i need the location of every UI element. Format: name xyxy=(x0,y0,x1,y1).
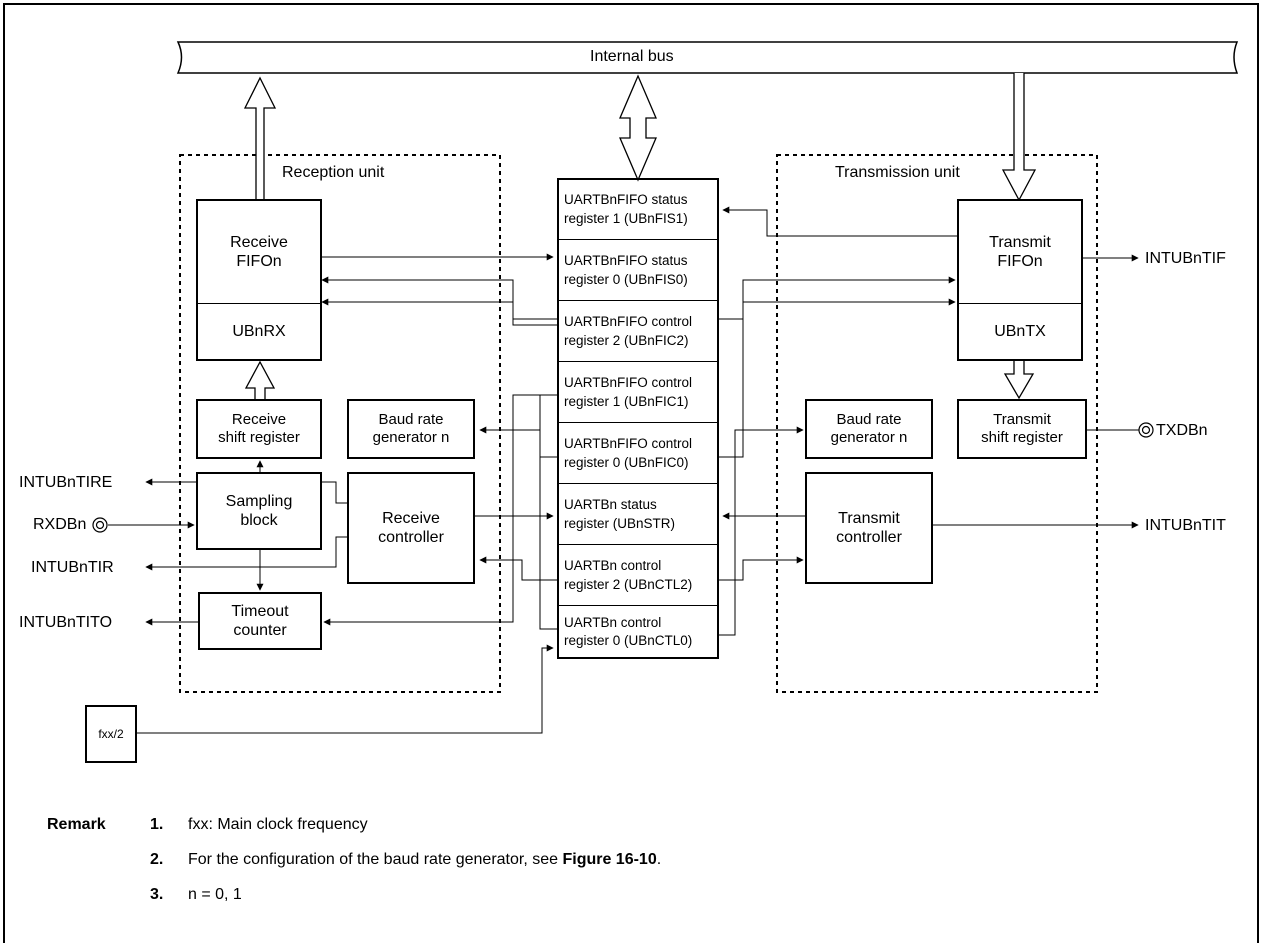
rx-shift-arrow xyxy=(244,360,276,400)
txdbn-pin-icon xyxy=(1138,422,1154,438)
transmit-fifo-box: Transmit FIFOn UBnTX xyxy=(957,199,1083,361)
signal-rxdbn: RXDBn xyxy=(33,516,87,533)
signal-intubntit: INTUBnTIT xyxy=(1145,517,1226,534)
remark-1-number: 1. xyxy=(150,816,164,833)
remark-3-number: 3. xyxy=(150,886,164,903)
receive-fifo-label: Receive xyxy=(230,233,288,251)
remark-heading: Remark xyxy=(47,816,106,833)
tx-shift-arrow xyxy=(1003,360,1035,400)
tx-baud-rate-generator: Baud rate generator n xyxy=(805,399,933,459)
signal-txdbn: TXDBn xyxy=(1156,422,1208,439)
internal-bus-label: Internal bus xyxy=(590,48,674,65)
sampling-block: Sampling block xyxy=(196,472,322,550)
register-ubnctl2: UARTBn control register 2 (UBnCTL2) xyxy=(557,546,719,606)
receive-shift-register: Receive shift register xyxy=(196,399,322,459)
clock-fxx2-box: fxx/2 xyxy=(85,705,137,763)
rx-baud-rate-generator: Baud rate generator n xyxy=(347,399,475,459)
remark-2-number: 2. xyxy=(150,851,164,868)
tx-fifo-bus-arrow xyxy=(1001,73,1037,202)
register-bus-arrow xyxy=(619,74,657,182)
transmit-controller: Transmit controller xyxy=(805,472,933,584)
reception-unit-box xyxy=(179,154,501,693)
rx-fifo-bus-arrow xyxy=(243,76,277,200)
signal-intubntito: INTUBnTITO xyxy=(19,614,113,631)
register-ubnfic2: UARTBnFIFO control register 2 (UBnFIC2) xyxy=(557,302,719,362)
register-ubnstr: UARTBn status register (UBnSTR) xyxy=(557,485,719,545)
reception-unit-label: Reception unit xyxy=(279,164,388,182)
signal-intubntir: INTUBnTIR xyxy=(31,559,114,576)
signal-intubntire: INTUBnTIRE xyxy=(19,474,113,491)
transmit-fifo-label: Transmit xyxy=(989,233,1051,251)
register-ubnctl0: UARTBn control register 0 (UBnCTL0) xyxy=(564,614,693,648)
rxdbn-pin-icon xyxy=(92,517,108,533)
figure-frame xyxy=(3,3,1259,943)
register-stack xyxy=(557,178,719,659)
remark-3-text: n = 0, 1 xyxy=(188,886,242,903)
register-ubnfis0: UARTBnFIFO status register 0 (UBnFIS0) xyxy=(557,241,719,301)
figure-reference: Figure 16-10 xyxy=(562,851,657,868)
receive-fifo-box: Receive FIFOn UBnRX xyxy=(196,199,322,361)
transmission-unit-label: Transmission unit xyxy=(832,164,963,182)
internal-bus xyxy=(176,41,1239,74)
register-ubnfic0: UARTBnFIFO control register 0 (UBnFIC0) xyxy=(557,424,719,484)
transmission-unit-box xyxy=(776,154,1098,693)
receive-controller: Receive controller xyxy=(347,472,475,584)
register-ubnfis1: UARTBnFIFO status register 1 (UBnFIS1) xyxy=(557,180,719,240)
register-ubnfic1: UARTBnFIFO control register 1 (UBnFIC1) xyxy=(557,363,719,423)
signal-intubntif: INTUBnTIF xyxy=(1145,250,1226,267)
transmit-shift-register: Transmit shift register xyxy=(957,399,1087,459)
ubntx-label: UBnTX xyxy=(994,322,1046,340)
timeout-counter: Timeout counter xyxy=(198,592,322,650)
ubnrx-label: UBnRX xyxy=(232,322,286,340)
remark-2-text: For the configuration of the baud rate g… xyxy=(188,851,662,868)
remark-1-text: fxx: Main clock frequency xyxy=(188,816,368,833)
